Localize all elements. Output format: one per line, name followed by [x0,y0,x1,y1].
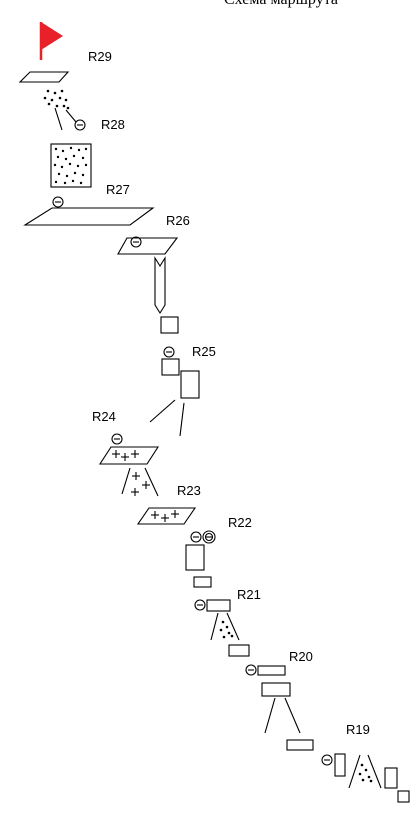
piton-icon [194,599,206,611]
piton-icon [52,196,64,208]
label-r22: R22 [228,515,252,530]
piton-icon [74,119,86,131]
block-r19b [384,767,398,789]
rope-line-r21 [210,612,219,641]
piton-icon [163,346,175,358]
ledge-r26 [160,316,179,334]
rope-line-r19 [348,754,361,789]
pitch-r29 [18,71,70,83]
page-title: Схема маршрута [224,0,416,9]
label-r26: R26 [166,213,190,228]
ledge-r19 [397,790,410,803]
stitch-r19 [358,763,373,783]
pitch-r23 [136,507,197,525]
block-r28 [50,143,92,188]
rope-line-r24b [144,467,159,497]
piton-icon [190,531,202,543]
ledge-r20b [286,739,314,751]
block-r22 [185,544,205,571]
chimney-r26 [154,256,166,315]
block-r19 [334,753,346,777]
ledge-r22 [193,576,212,588]
rope-line-r20b [284,697,301,734]
block-r25 [180,370,200,399]
ledge-r20 [257,665,286,676]
ledge-r21b [228,644,250,657]
label-r25: R25 [192,344,216,359]
label-r20: R20 [289,649,313,664]
crosses-r24b [131,472,150,496]
label-r29: R29 [88,49,112,64]
rope-line-r19b [367,754,382,789]
piton-icon [321,754,333,766]
start-flag-icon [39,22,63,60]
piton-icon [130,236,142,248]
pitch-r27 [23,207,155,226]
rope-line-r24 [121,467,131,495]
block-dots-r28 [53,146,88,185]
label-r19: R19 [346,722,370,737]
rope-line-r28b [65,109,77,123]
rope-line-r20 [264,697,276,734]
label-r24: R24 [92,409,116,424]
anchor-icon [202,530,216,544]
stitch-r21 [219,620,234,639]
pitch-r26 [117,237,179,255]
ledge-r25 [161,358,180,376]
rope-line-r21b [226,612,240,641]
block-r20 [261,682,291,697]
stitch-r28 [43,89,70,110]
crosses-r23 [151,510,179,522]
piton-icon [111,433,123,445]
label-r21: R21 [237,587,261,602]
pitch-r24 [98,446,160,465]
label-r27: R27 [106,182,130,197]
piton-icon [245,664,257,676]
rope-line-r25 [149,399,176,423]
crosses-r24 [112,450,139,461]
rope-line-r25b [179,402,185,437]
label-r28: R28 [101,117,125,132]
label-r23: R23 [177,483,201,498]
ledge-r21 [206,599,231,612]
rope-line-r28 [54,107,63,131]
